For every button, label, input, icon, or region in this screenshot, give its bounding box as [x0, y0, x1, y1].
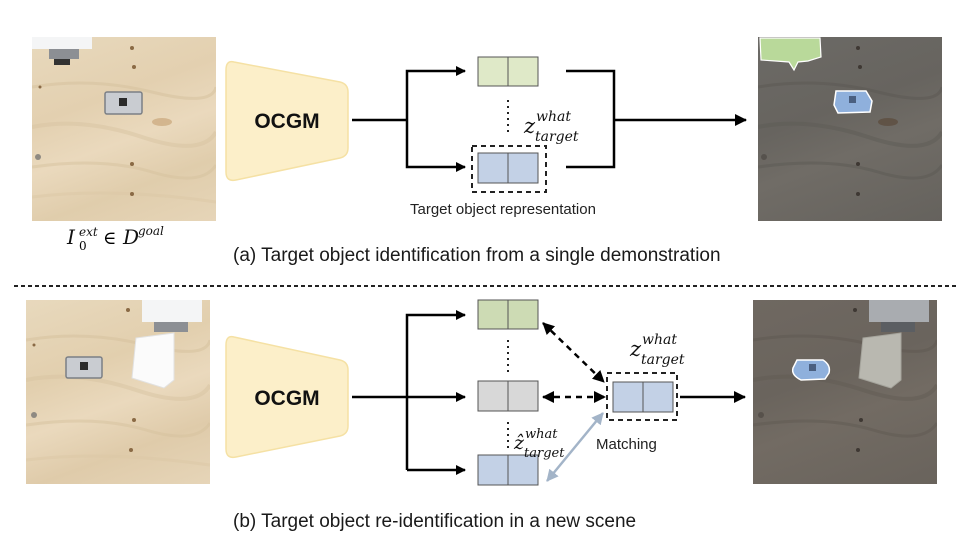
label-D-sup: goal	[138, 224, 164, 238]
merge-arrow-a	[566, 69, 747, 169]
svg-text:target: target	[535, 129, 579, 145]
output-image-segmentation	[758, 37, 942, 221]
label-I-sub: 0	[79, 239, 87, 252]
wood-texture-dark	[758, 37, 942, 196]
label-I-sup: ext	[79, 225, 98, 239]
target-highlight-box-b	[606, 372, 678, 421]
input-image-label: I ext 0 ∈ D goal	[65, 222, 185, 253]
target-highlight-box-a	[471, 145, 547, 193]
gripper	[142, 300, 202, 322]
branch-arrows-b	[352, 310, 466, 475]
wood-texture-dark	[753, 300, 937, 452]
match-arrow-blue	[546, 412, 604, 482]
representation-label: Target object representation	[410, 201, 596, 218]
ocgm-label-a: OCGM	[254, 110, 319, 133]
ocgm-encoder-a: OCGM	[225, 60, 349, 182]
slot-green-a	[477, 56, 539, 87]
branch-arrows-a	[352, 66, 466, 172]
wood-texture	[26, 300, 210, 467]
input-image-new-scene	[26, 300, 210, 484]
gripper	[32, 37, 92, 49]
svg-text:what: what	[536, 109, 571, 125]
ocgm-encoder-b: OCGM	[225, 335, 349, 459]
match-arrow-green	[542, 322, 605, 383]
z-target-label-b: z what target	[629, 332, 685, 368]
svg-text:target: target	[641, 352, 685, 368]
slot-green-b	[477, 299, 539, 330]
svg-text:what: what	[642, 332, 677, 348]
white-block	[858, 332, 902, 389]
slot-blue-b	[477, 454, 539, 486]
svg-text:what: what	[525, 427, 558, 442]
svg-text:target: target	[524, 446, 565, 461]
mask-gripper-green	[759, 37, 822, 72]
output-image-reidentified	[753, 300, 937, 484]
svg-text:z: z	[523, 114, 536, 138]
slot-blue-target-b	[612, 381, 674, 413]
svg-text:z: z	[629, 337, 642, 361]
ocgm-label-b: OCGM	[254, 387, 319, 410]
slot-blue-target-a	[477, 152, 539, 184]
matching-label: Matching	[596, 436, 657, 453]
svg-text:ẑ: ẑ	[513, 432, 525, 454]
gripper	[869, 300, 929, 322]
label-D: D	[122, 225, 139, 249]
caption-panel-a: (a) Target object identification from a …	[233, 245, 721, 266]
label-I: I	[66, 225, 76, 249]
input-image-demonstration	[32, 37, 216, 221]
white-block	[131, 332, 175, 389]
slot-gray-b	[477, 380, 539, 412]
wood-texture	[32, 37, 216, 204]
caption-panel-b: (b) Target object re-identification in a…	[233, 511, 637, 532]
label-element-of: ∈	[103, 228, 116, 249]
z-target-label-a: z what target	[523, 109, 579, 145]
